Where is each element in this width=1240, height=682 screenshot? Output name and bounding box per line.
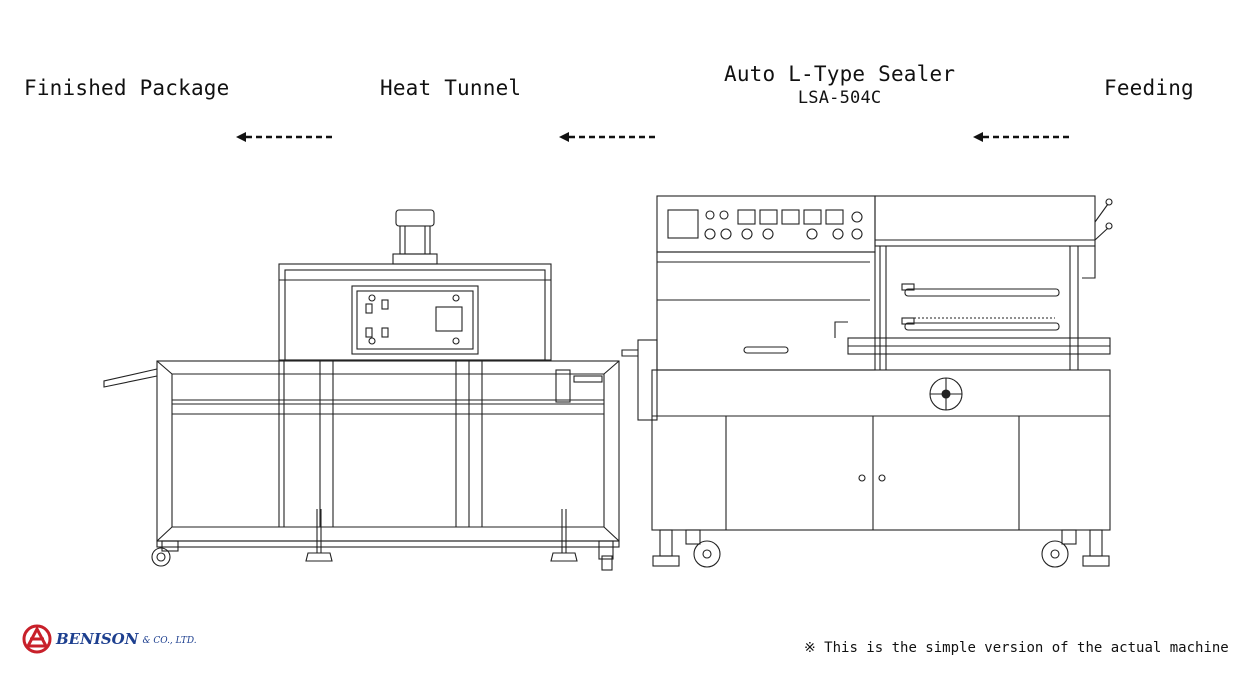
label-sealer: Auto L-Type Sealer LSA-504C xyxy=(724,62,955,108)
tunnel-exit-conveyor xyxy=(103,368,158,388)
sealer-rollers xyxy=(901,283,1060,331)
sealer-casters xyxy=(685,529,1077,568)
tunnel-feet xyxy=(305,509,578,562)
sealer-feet xyxy=(652,529,1110,567)
sealer-left-housing xyxy=(656,251,876,371)
tunnel-body xyxy=(156,360,620,542)
label-sealer-title: Auto L-Type Sealer xyxy=(724,62,956,86)
sealer-handwheel xyxy=(929,377,963,411)
tunnel-hood xyxy=(278,263,552,361)
benison-logo-icon xyxy=(22,624,52,654)
sealer-indicators xyxy=(704,209,863,240)
label-sealer-model: LSA-504C xyxy=(797,88,882,108)
flow-arrow-2 xyxy=(559,132,655,142)
flow-arrows xyxy=(236,132,1069,142)
company-logo: BENISON & CO., LTD. xyxy=(22,622,197,656)
tunnel-control-panel xyxy=(351,285,479,355)
sealer-drawer-handle xyxy=(743,346,789,354)
sealer-top-frame xyxy=(874,195,1096,247)
sealer-door-knob-left xyxy=(858,474,866,482)
sealer-adjust-handles xyxy=(1094,198,1113,241)
brand-suffix: & CO., LTD. xyxy=(142,636,197,646)
footnote: ※ This is the simple version of the actu… xyxy=(804,640,1229,656)
label-finished-package: Finished Package xyxy=(24,76,230,100)
flow-arrow-3 xyxy=(973,132,1069,142)
flow-arrow-1 xyxy=(236,132,332,142)
tunnel-casters xyxy=(151,540,614,571)
label-feeding: Feeding xyxy=(1104,76,1194,100)
sealer-door-knob-right xyxy=(878,474,886,482)
brand-name: BENISON xyxy=(56,630,139,648)
sealer-display xyxy=(667,209,699,239)
sealer-body xyxy=(651,369,1111,531)
l-sealer-drawing xyxy=(621,195,1113,568)
heat-tunnel-drawing xyxy=(103,209,620,571)
label-heat-tunnel: Heat Tunnel xyxy=(380,76,522,100)
tunnel-motor-top xyxy=(395,209,435,227)
